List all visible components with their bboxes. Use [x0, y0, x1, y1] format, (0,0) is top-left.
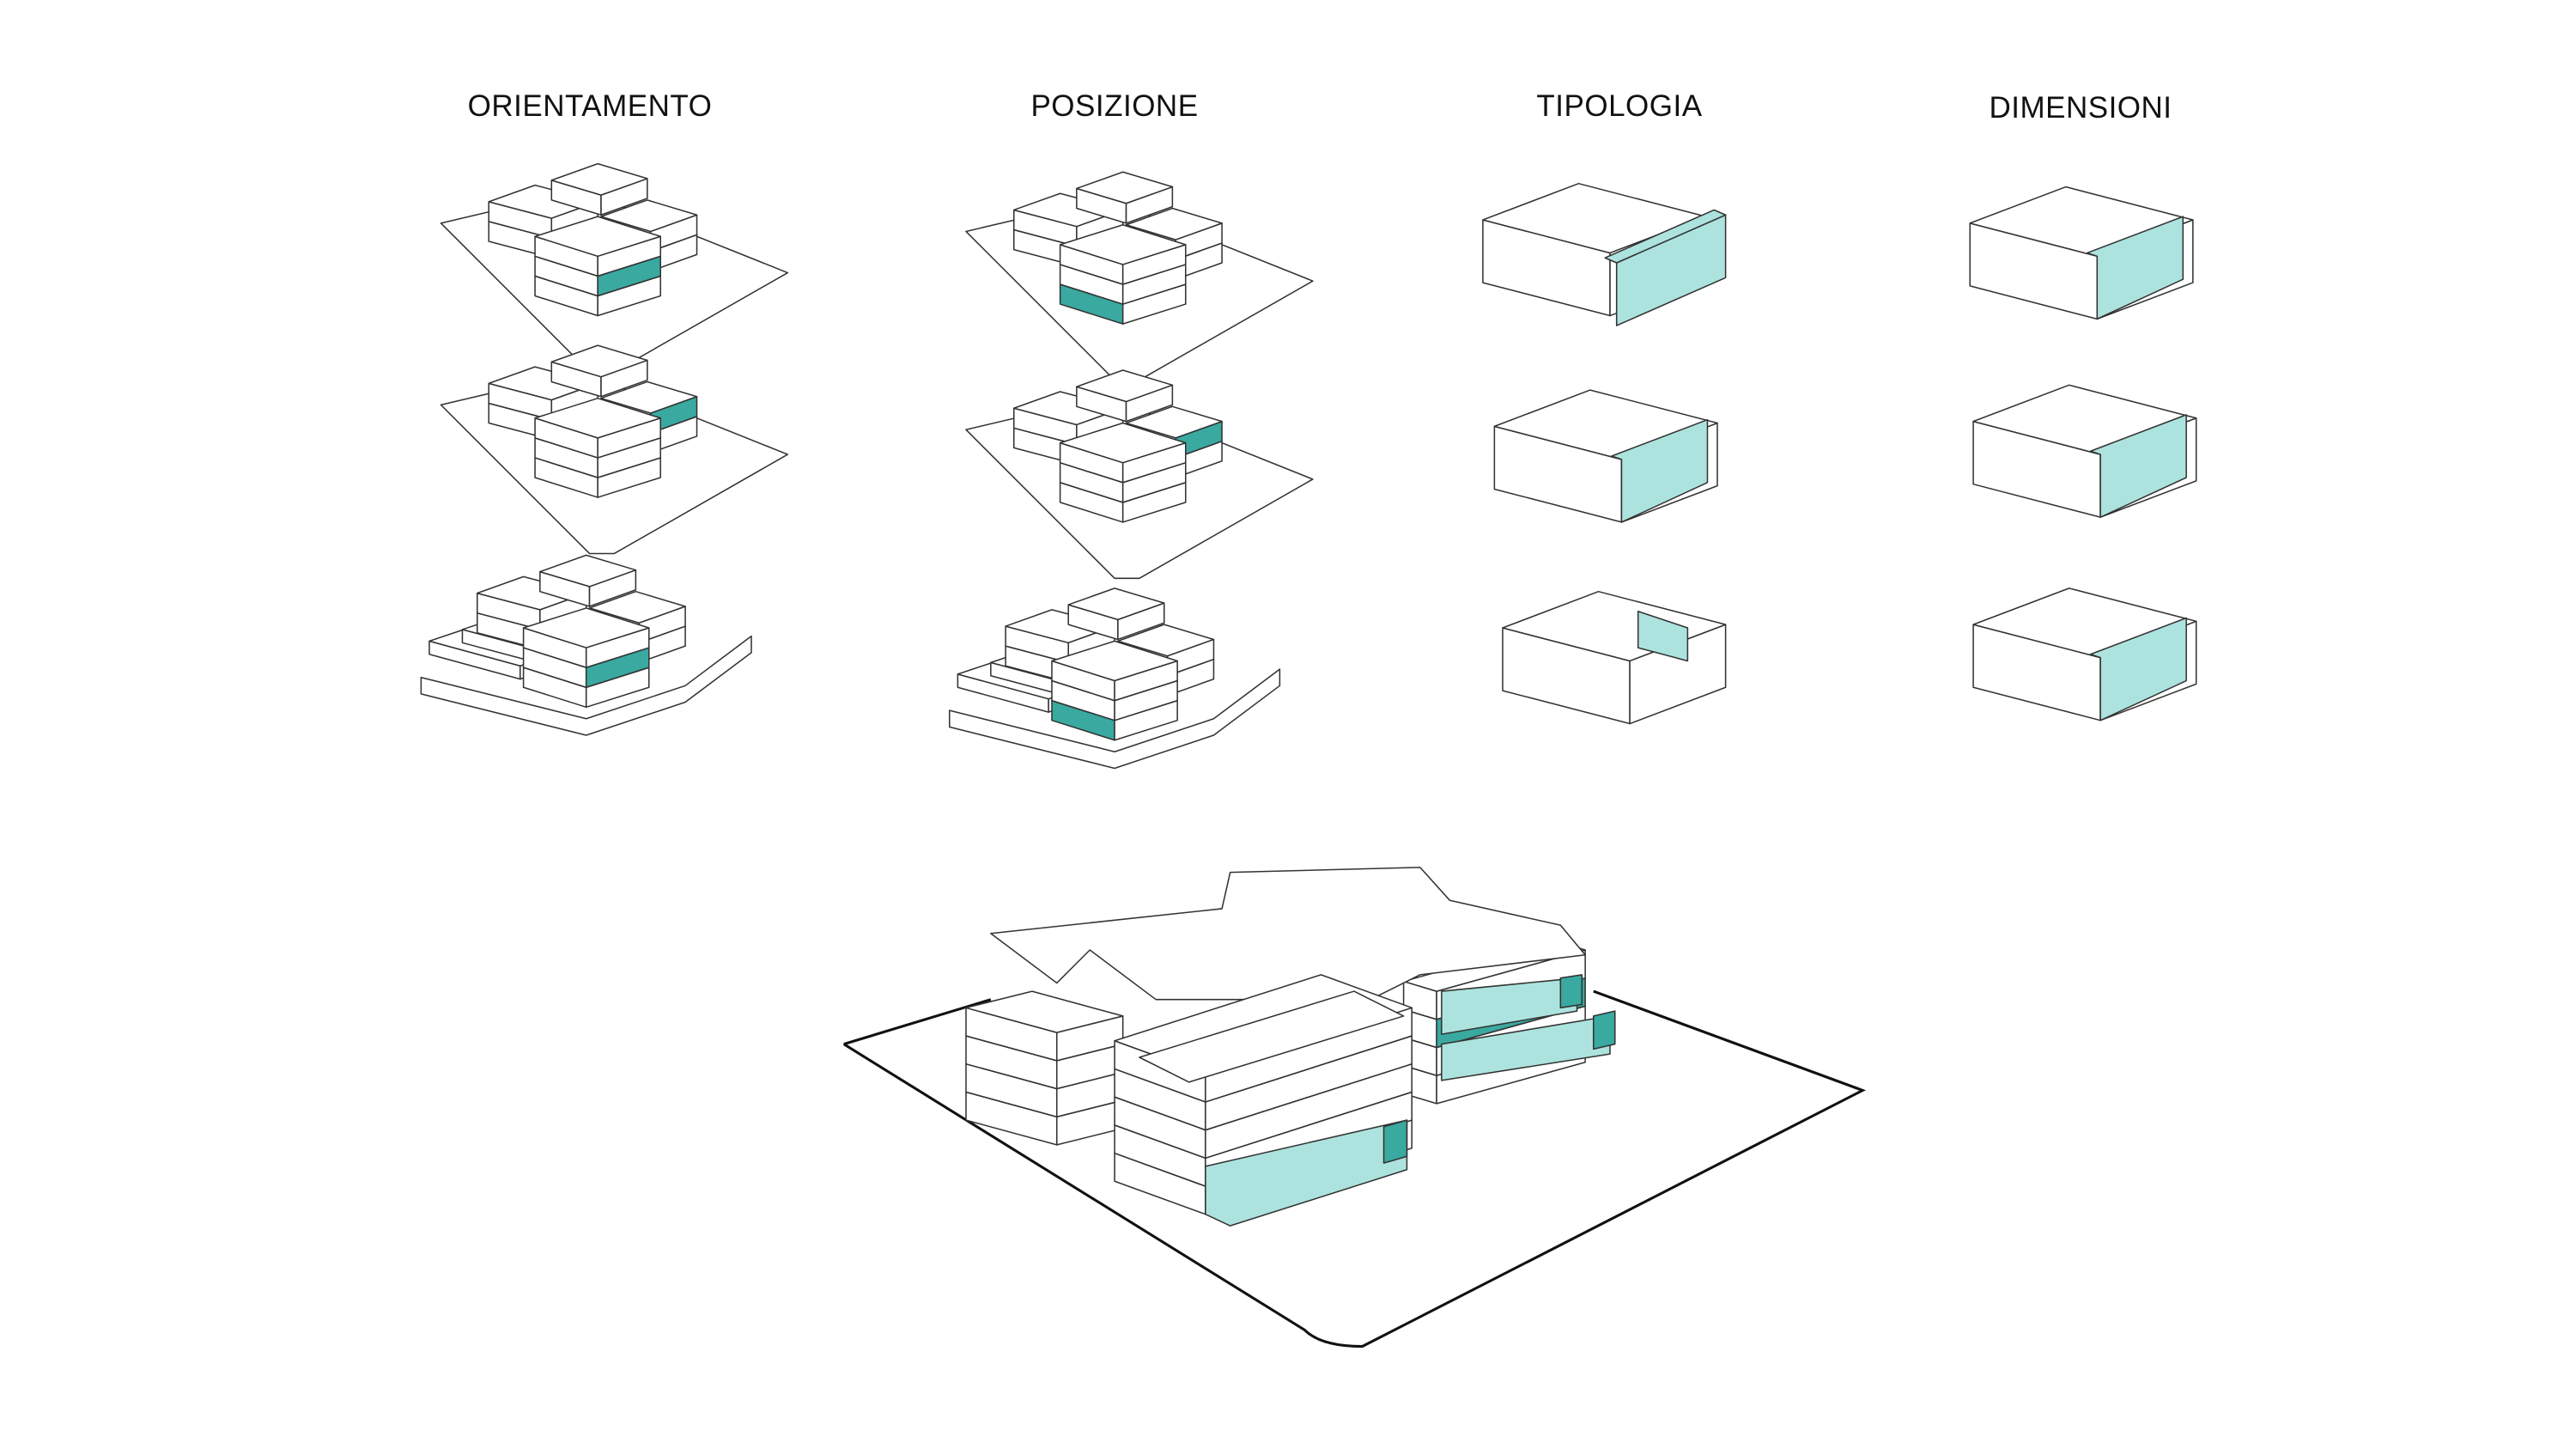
tipologia-option-2	[1493, 389, 1718, 523]
building-roof	[1067, 588, 1165, 621]
teal-balcony-end	[1382, 1119, 1408, 1164]
posizione-option-2	[965, 369, 1314, 580]
building-roof	[1125, 405, 1223, 439]
building-roof	[1076, 369, 1174, 403]
building-roof	[534, 216, 661, 258]
teal-volume-top	[1604, 209, 1727, 264]
building-roof	[1076, 171, 1174, 204]
dimensioni-option-1	[1969, 186, 2194, 320]
building-roof	[600, 199, 698, 233]
posizione-option-3	[949, 588, 1281, 770]
heading-orientamento: ORIENTAMENTO	[467, 89, 713, 123]
building-roof	[539, 554, 637, 588]
building-roof	[1051, 640, 1178, 682]
building-roof	[550, 162, 648, 196]
building-roof	[600, 381, 698, 414]
heading-posizione: POSIZIONE	[1030, 89, 1199, 123]
building-roof	[1125, 207, 1223, 240]
orientamento-option-1	[440, 162, 789, 373]
heading-dimensioni: DIMENSIONI	[1989, 91, 2172, 125]
posizione-option-1	[965, 171, 1314, 381]
building-roof	[1117, 624, 1215, 657]
building-roof	[550, 344, 648, 378]
teal-volume	[2089, 617, 2187, 721]
orientamento-option-2	[440, 344, 789, 555]
teal-balcony-end	[1593, 1010, 1616, 1050]
dimensioni-option-2	[1972, 384, 2197, 518]
orientamento-option-3	[420, 554, 752, 736]
teal-volume	[2087, 216, 2184, 320]
site-boundary	[842, 989, 1867, 1349]
teal-volume	[1611, 418, 1709, 523]
site-terrain	[949, 668, 1281, 770]
building-roof	[534, 397, 661, 439]
building-roof	[1059, 224, 1187, 265]
tipologia-option-1	[1482, 182, 1727, 326]
main-roof	[990, 867, 1586, 1001]
building-roof	[522, 607, 650, 648]
teal-balcony-end	[1559, 974, 1583, 1009]
teal-balcony-lower	[1205, 1119, 1408, 1227]
building-roof	[1059, 422, 1187, 464]
teal-balcony-middle	[1441, 1015, 1611, 1081]
teal-volume	[2089, 414, 2187, 518]
main-axonometric	[842, 867, 1867, 1349]
site-terrain	[420, 635, 752, 736]
heading-tipologia: TIPOLOGIA	[1536, 89, 1703, 123]
teal-courtyard	[1637, 611, 1689, 662]
building-roof	[588, 590, 686, 624]
building-roof	[965, 990, 1124, 1033]
tipologia-option-3	[1502, 590, 1727, 725]
teal-balcony-upper	[1441, 977, 1578, 1035]
dimensioni-option-3	[1972, 588, 2197, 721]
main-roof-front	[1139, 990, 1405, 1083]
